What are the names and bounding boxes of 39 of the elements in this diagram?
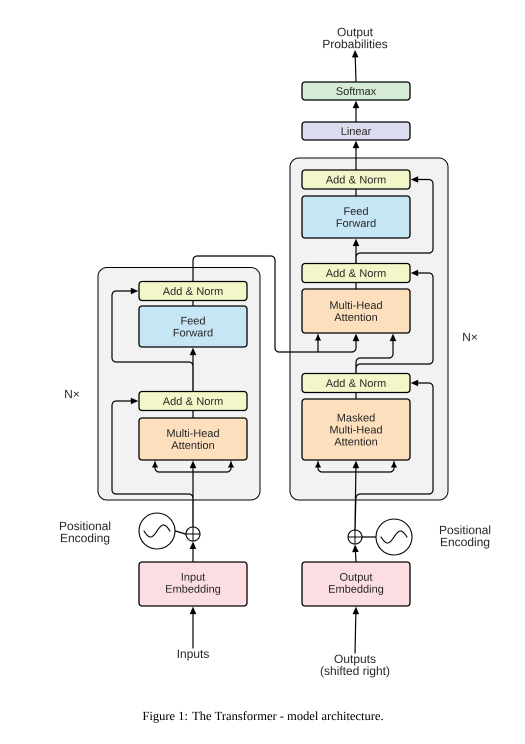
output-label: Outputs (shifted right) xyxy=(320,654,390,678)
adder-symbol xyxy=(347,529,363,545)
linear-box: Linear xyxy=(301,121,411,141)
embedding-box: Output Embedding xyxy=(301,561,411,607)
arrow xyxy=(352,606,360,654)
attention-box: Masked Multi-Head Attention xyxy=(301,398,411,461)
caption: Figure 1: The Transformer - model architecture. xyxy=(142,711,383,723)
arrow xyxy=(192,255,360,353)
arrow xyxy=(354,380,434,530)
attention-box: Multi-Head Attention xyxy=(301,288,411,334)
add-norm-box: Add & Norm xyxy=(301,372,411,394)
sine-wave-icon xyxy=(138,512,176,550)
embedding-box: Input Embedding xyxy=(138,561,248,607)
arrow xyxy=(190,606,196,649)
feed-forward-box: Feed Forward xyxy=(138,305,248,348)
arrow xyxy=(355,176,434,264)
add-norm-box: Add & Norm xyxy=(301,262,411,284)
attention-box: Multi-Head Attention xyxy=(138,417,248,461)
encoding-label: Positional Encoding xyxy=(440,525,490,549)
arrow xyxy=(190,542,196,562)
repeat-label: N× xyxy=(463,332,477,342)
add-norm-box: Add & Norm xyxy=(138,280,248,302)
repeat-label: N× xyxy=(65,390,79,398)
arrow xyxy=(355,270,434,374)
arrow xyxy=(352,544,359,562)
adder-symbol xyxy=(185,526,201,542)
sine-wave-icon xyxy=(375,518,413,556)
arrow xyxy=(352,50,359,82)
arrow xyxy=(111,398,194,528)
arrow xyxy=(352,100,360,122)
softmax-box: Softmax xyxy=(301,81,411,101)
feed-forward-box: Feed Forward xyxy=(301,195,411,239)
arrow xyxy=(352,140,360,170)
arrow xyxy=(111,288,194,392)
add-norm-box: Add & Norm xyxy=(301,169,411,190)
add-norm-box: Add & Norm xyxy=(138,390,248,412)
encoding-label: Positional Encoding xyxy=(60,521,110,545)
output-label: Output Probabilities xyxy=(323,28,388,48)
input-label: Inputs xyxy=(178,650,209,660)
